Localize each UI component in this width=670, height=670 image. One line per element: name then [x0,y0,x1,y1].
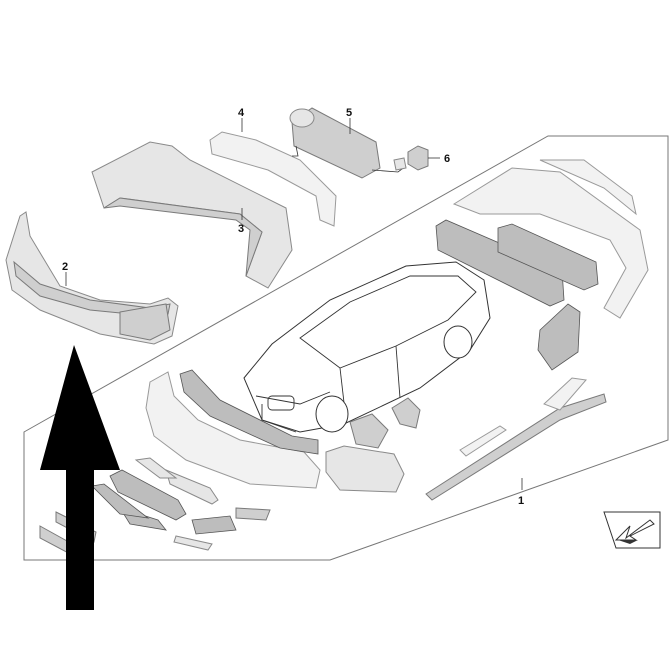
kit-lower-grilles [91,457,271,551]
car-outline [243,261,491,433]
callout-6: 6 [444,153,450,165]
kit-inner-brackets [325,397,421,493]
part-6-bracket [393,145,429,171]
direction-arrow-icon [603,511,661,549]
part-5-muffler [289,107,407,179]
part-4-diffuser [209,131,337,227]
kit-frame [23,135,669,561]
leader-lines [65,118,523,490]
kit-front-bumper [145,371,321,489]
callout-4: 4 [238,107,245,119]
kit-rear-bumper [452,159,649,319]
large-black-up-arrow-icon [40,345,120,610]
callout-5: 5 [346,107,352,119]
kit-side-skirts [425,377,607,501]
callout-2: 2 [62,261,68,273]
callout-1: 1 [518,495,524,507]
kit-rear-grid [435,219,599,371]
kit-front-splitter [179,369,319,455]
part-2-front-bumper [5,211,179,345]
part-3-rear-bumper [91,141,293,289]
callout-3: 3 [238,223,244,235]
